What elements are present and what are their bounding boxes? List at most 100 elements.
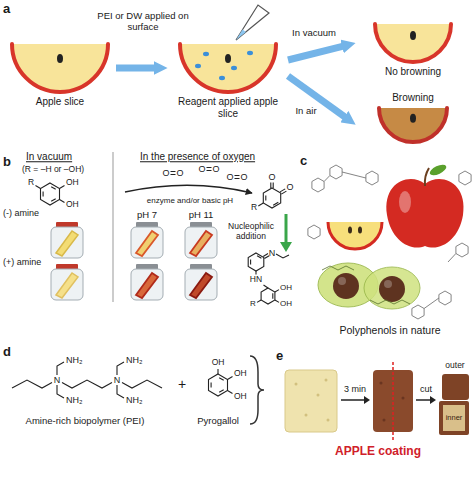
row-label: (-) amine	[3, 208, 39, 218]
oxygen-molecules	[235, 175, 240, 176]
apple-slice: Reagent applied apple slice	[170, 40, 286, 120]
atom-label: O	[268, 172, 275, 182]
process-arrow	[288, 46, 343, 60]
atom-label: R	[28, 178, 34, 188]
adduct-structure	[257, 300, 261, 302]
arrow-label: PEI or DW applied on surface	[93, 10, 193, 33]
addition-arrow	[280, 214, 292, 252]
apple-seed	[225, 54, 231, 63]
quinone-structure	[265, 196, 266, 201]
atom-label: NH₂	[126, 395, 143, 405]
atom-label: N	[54, 375, 61, 385]
oxygen-molecules	[235, 178, 240, 179]
adduct-structure	[263, 254, 268, 257]
atom-label: N	[269, 248, 276, 258]
quinone-structure	[273, 202, 278, 205]
vial-photo	[51, 269, 83, 300]
adduct-structure	[255, 271, 256, 275]
pei-structure	[12, 380, 52, 388]
atom-label: NH₂	[66, 395, 83, 405]
slice-skin	[379, 108, 447, 142]
atom-label: OH	[280, 299, 292, 308]
polyphenol-illustration	[428, 163, 448, 178]
vial-photo	[51, 227, 83, 258]
reaction-arrow	[125, 185, 252, 193]
sponge-photo	[402, 397, 405, 400]
polyphenol-illustration	[333, 273, 359, 299]
row-label: (+) amine	[3, 257, 41, 267]
polyphenol-illustration	[456, 243, 468, 257]
adduct-structure	[250, 260, 251, 265]
slice-face	[12, 44, 108, 92]
quinone-structure	[270, 183, 271, 189]
vial-photo	[131, 227, 163, 258]
vial-photo	[185, 269, 217, 300]
process-arrow	[288, 76, 345, 117]
slice-skin	[375, 24, 451, 62]
atom-label: R	[250, 299, 256, 308]
sponge-photo	[305, 414, 308, 417]
catechol-structure	[43, 191, 44, 196]
vial-photo	[136, 273, 158, 298]
panel-letter: a	[3, 2, 10, 17]
figure-caption: Polyphenols in nature	[340, 324, 441, 336]
pyrogallol-structure	[217, 369, 218, 374]
oxygen-molecules	[207, 167, 212, 168]
pyrogallol-structure	[219, 390, 224, 393]
process-arrow	[430, 396, 436, 404]
polyphenol-illustration	[308, 165, 471, 319]
apple-slice: Browning	[358, 92, 468, 146]
polyphenol-illustration	[424, 298, 439, 309]
condition-heading: In the presence of oxygen	[140, 151, 255, 163]
vial-photo	[185, 227, 217, 258]
figure-caption: Amine-rich biopolymer (PEI)	[26, 416, 145, 427]
arrow-label: In vacuum	[290, 27, 338, 38]
step-label: cut	[420, 384, 432, 394]
atom-label: O	[198, 164, 205, 174]
process-arrow	[341, 399, 364, 401]
polyphenol-illustration	[308, 163, 471, 319]
process-arrow	[416, 399, 430, 401]
pipette	[236, 5, 269, 40]
divider-line	[113, 152, 114, 302]
apple-seed	[410, 114, 416, 123]
process-arrow	[416, 396, 436, 404]
pyrogallol-structure	[211, 382, 212, 387]
atom-label: O	[286, 182, 293, 192]
apple-slice: No browning	[358, 20, 468, 78]
quinone-structure	[258, 203, 263, 206]
polyphenol-illustration	[338, 277, 346, 285]
sponge-photo	[383, 419, 386, 422]
process-arrow	[364, 396, 370, 404]
adduct-structure	[261, 288, 275, 304]
polyphenol-illustration	[386, 179, 463, 247]
oxygen-molecules	[171, 171, 176, 172]
apple-slice-shape	[358, 104, 468, 146]
vial-photo	[190, 231, 212, 256]
slice-caption: Reagent applied apple slice	[170, 96, 286, 120]
atom-label: O	[226, 172, 233, 182]
catechol-structure	[60, 200, 65, 203]
panel-letter: d	[3, 345, 11, 360]
slice-caption: Apple slice	[6, 96, 114, 108]
oxygen-molecules	[171, 174, 176, 175]
panel-letter: c	[300, 154, 307, 169]
catechol-structure	[41, 183, 60, 205]
sponge-photo	[317, 394, 320, 397]
column-label: pH 11	[189, 210, 214, 221]
polyphenol-illustration	[370, 300, 410, 304]
figure-caption: Pyrogallol	[197, 416, 239, 427]
pei-structure	[62, 380, 112, 388]
vial-photo	[51, 222, 83, 258]
atom-label: O	[176, 168, 183, 178]
plus-sign: +	[178, 376, 186, 392]
sponge-photo	[392, 362, 394, 440]
polyphenol-illustration	[425, 168, 429, 186]
polyphenol-illustration	[328, 222, 382, 249]
polyphenol-illustration	[364, 267, 420, 309]
adduct-structure	[275, 300, 279, 302]
adduct-structure	[272, 293, 273, 299]
vial-photo	[185, 222, 217, 258]
apple-seed	[410, 31, 416, 40]
atom-label: OH	[234, 392, 247, 402]
